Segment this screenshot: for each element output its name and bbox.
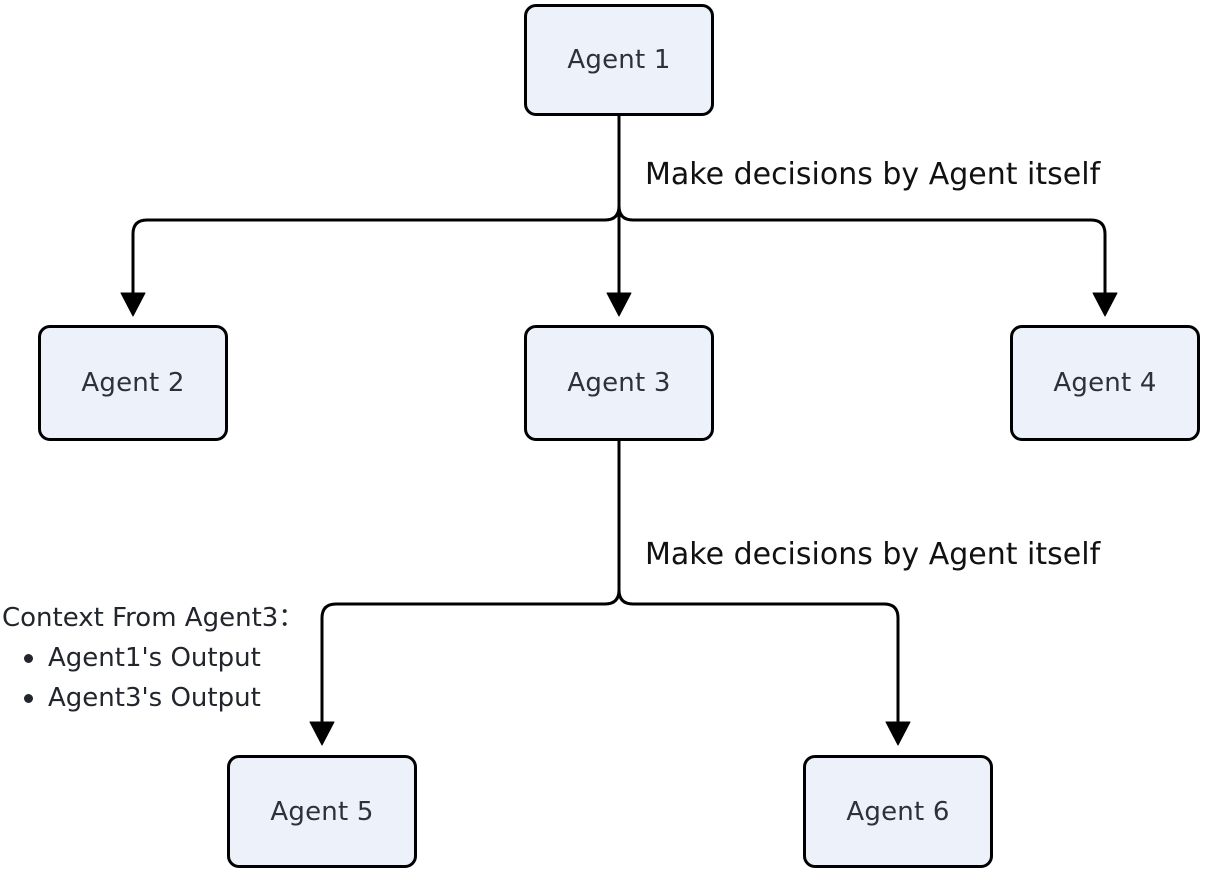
node-agent-2-label: Agent 2	[81, 368, 185, 398]
context-note-item-text: Agent1's Output	[48, 643, 261, 673]
edge-label-make-decisions-1: Make decisions by Agent itself	[645, 157, 1101, 192]
context-note-title: Context From Agent3：	[2, 603, 305, 633]
edge-label-make-decisions-2: Make decisions by Agent itself	[645, 537, 1101, 572]
bullet-icon	[24, 653, 33, 663]
bullet-icon	[24, 693, 33, 703]
context-note-item: Agent1's Output	[2, 638, 304, 678]
context-note-list: Agent1's Output Agent3's Output	[2, 638, 304, 718]
arrowhead-agent5	[309, 721, 335, 746]
node-agent-3-label: Agent 3	[567, 368, 671, 398]
node-agent-1: Agent 1	[524, 4, 714, 116]
context-note-item: Agent3's Output	[2, 678, 304, 718]
node-agent-4: Agent 4	[1010, 325, 1200, 441]
node-agent-3: Agent 3	[524, 325, 714, 441]
context-note: Context From Agent3： Agent1's Output Age…	[2, 600, 304, 718]
edge-agent1-to-agent4	[617, 205, 1107, 293]
node-agent-5-label: Agent 5	[270, 796, 374, 827]
node-agent-2: Agent 2	[38, 325, 228, 441]
node-agent-5: Agent 5	[227, 755, 417, 868]
arrowhead-agent6	[885, 721, 911, 746]
edge-agent3-to-agent6	[617, 441, 900, 722]
node-agent-6-label: Agent 6	[846, 796, 950, 827]
context-note-item-text: Agent3's Output	[48, 683, 261, 713]
arrowhead-agent2	[120, 292, 146, 317]
arrowhead-agent4	[1092, 292, 1118, 317]
edge-agent1-to-agent2	[131, 205, 621, 293]
node-agent-6: Agent 6	[803, 755, 993, 868]
node-agent-4-label: Agent 4	[1053, 368, 1157, 398]
edge-agent3-to-agent5	[320, 441, 621, 722]
node-agent-1-label: Agent 1	[567, 45, 671, 75]
arrowhead-agent3	[606, 292, 632, 317]
